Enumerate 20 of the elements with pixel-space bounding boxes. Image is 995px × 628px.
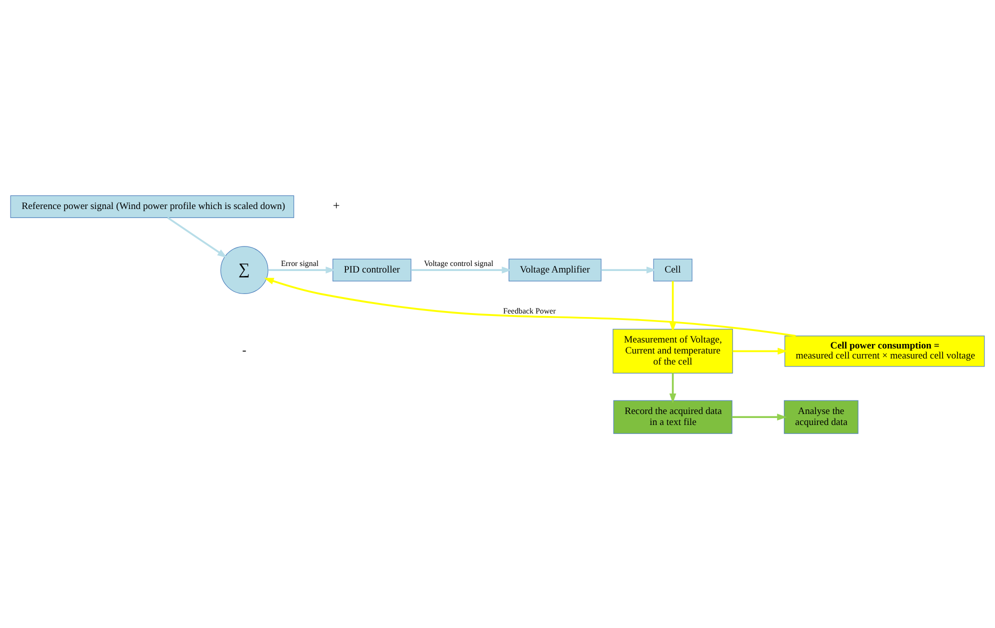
- node-box: Record the acquired data in a text file: [613, 400, 732, 434]
- arrow: [411, 266, 512, 274]
- label: -: [242, 343, 246, 358]
- node-box: Reference power signal (Wind power profile which is scaled down): [10, 195, 294, 218]
- node-box: Cell: [653, 258, 692, 282]
- arrow: [601, 266, 656, 274]
- arrow: [264, 278, 796, 337]
- node-box: Measurement of Voltage, Current and temperature of the cell: [612, 328, 733, 374]
- arrow: [669, 281, 676, 332]
- arrow: [732, 414, 787, 420]
- arrow: [268, 266, 336, 274]
- label: +: [332, 198, 340, 213]
- node-circle: ∑: [220, 246, 268, 294]
- arrow: [167, 216, 228, 258]
- node-box: Cell power consumption = measured cell current × measured cell voltage: [784, 336, 985, 367]
- arrow: [669, 373, 676, 404]
- node-box: PID controller: [332, 258, 412, 282]
- node-box: Voltage Amplifier: [508, 258, 602, 282]
- node-box: Analyse the acquired data: [784, 400, 858, 434]
- arrow: [732, 348, 788, 355]
